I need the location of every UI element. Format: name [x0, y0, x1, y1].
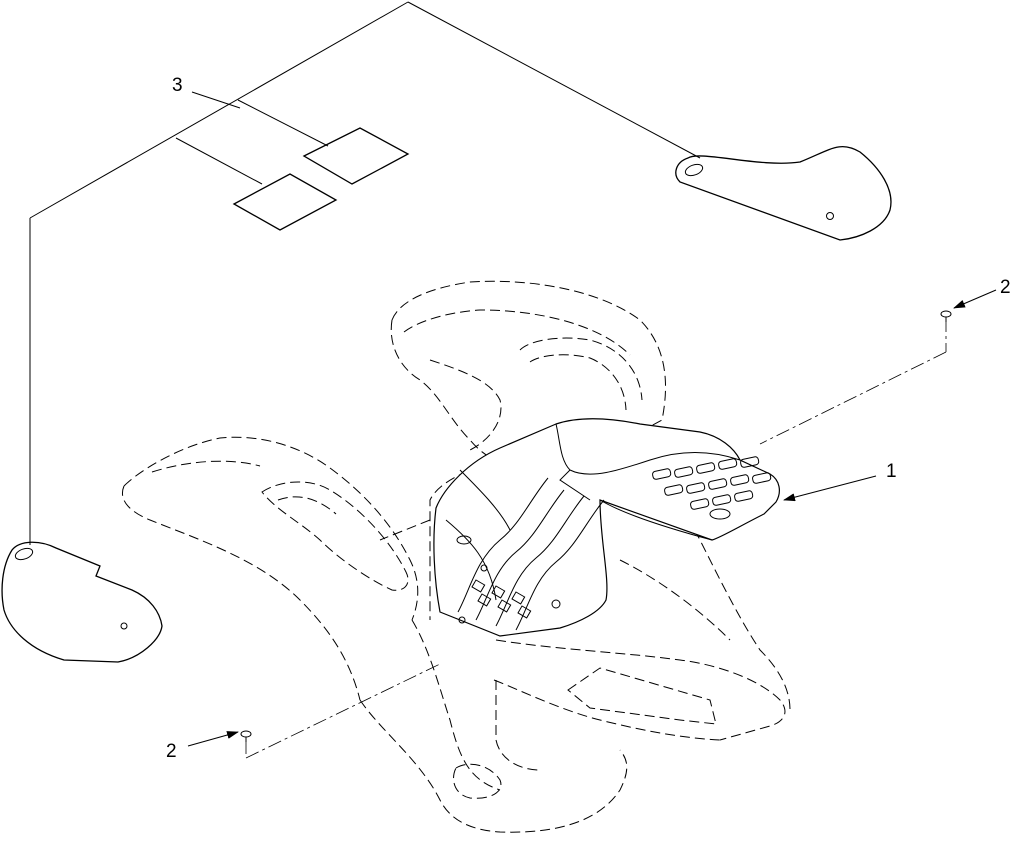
fastener-centerlines [245, 318, 947, 759]
fastener-upper [940, 310, 952, 322]
mat-pads [456, 456, 772, 624]
callout-part-2-upper: 2 [1000, 277, 1011, 298]
decal-pad-upper [302, 127, 410, 185]
decal-left-hole [120, 622, 128, 630]
decal-right [675, 145, 892, 241]
phantom-fender-outline [122, 280, 791, 833]
leader-part-1 [783, 475, 877, 502]
fastener-lower [240, 730, 252, 742]
decal-right-slot [684, 163, 704, 177]
decal-left-slot [14, 547, 34, 561]
decal-pad-lower [232, 173, 338, 231]
decal-right-hole [826, 212, 834, 220]
leader-part-2-lower [187, 731, 239, 747]
callout-part-3: 3 [172, 75, 183, 96]
decal-leader-lines [29, 1, 701, 545]
floor-mat [433, 418, 780, 637]
decal-left [1, 541, 163, 663]
leader-part-2-upper [953, 289, 997, 309]
callout-part-2-lower: 2 [166, 741, 177, 762]
callout-part-1: 1 [886, 461, 897, 482]
